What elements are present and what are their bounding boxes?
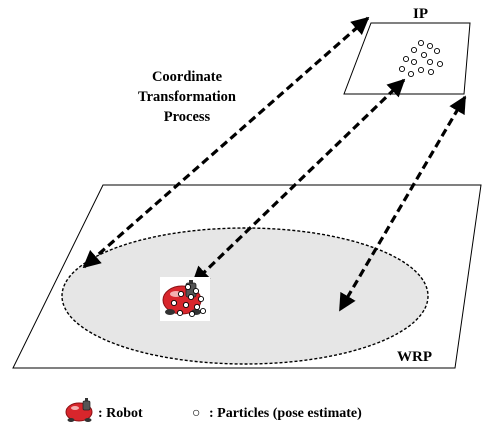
particle-icon <box>410 46 418 54</box>
particle-icon <box>184 283 192 291</box>
particle-icon <box>433 47 441 55</box>
particle-icon <box>182 301 190 309</box>
robot-with-particles <box>160 277 210 321</box>
process-label-line3: Process <box>164 109 211 125</box>
wrp-label: WRP <box>397 349 432 365</box>
legend: : Robot ○ : Particles (pose estimate) <box>65 398 362 422</box>
particle-icon <box>417 39 425 47</box>
particle-icon <box>188 310 196 318</box>
legend-robot-icon <box>65 398 93 422</box>
particle-icon <box>176 309 184 317</box>
particle-icon <box>420 51 428 59</box>
particle-icon <box>436 60 444 68</box>
particle-icon <box>410 58 418 66</box>
particle-icon <box>427 68 435 76</box>
particle-icon <box>192 287 200 295</box>
legend-robot-label: : Robot <box>98 406 143 421</box>
transformation-arrows <box>82 16 467 312</box>
arrow-ip-to-wrp-right <box>338 95 467 312</box>
particle-icon <box>193 303 201 311</box>
particle-icon <box>398 65 406 73</box>
particle-icon <box>417 66 425 74</box>
particle-icon <box>407 70 415 78</box>
robot-particles <box>170 283 207 318</box>
particle-icon <box>177 290 185 298</box>
legend-particles-label: : Particles (pose estimate) <box>209 406 362 421</box>
particle-icon <box>402 55 410 63</box>
wrp-region-ellipse <box>61 227 429 365</box>
particle-icon <box>199 307 207 315</box>
particle-icon <box>170 299 178 307</box>
particle-icon <box>187 293 195 301</box>
legend-particle-icon: ○ <box>192 406 200 421</box>
particle-icon <box>426 58 434 66</box>
process-label-line1: Coordinate <box>152 69 223 85</box>
ip-particles <box>398 39 444 78</box>
particle-icon <box>426 42 434 50</box>
particle-icon <box>197 295 205 303</box>
ip-label: IP <box>413 6 428 22</box>
process-label-line2: Transformation <box>138 89 236 105</box>
arrow-ip-to-robot <box>191 78 406 285</box>
